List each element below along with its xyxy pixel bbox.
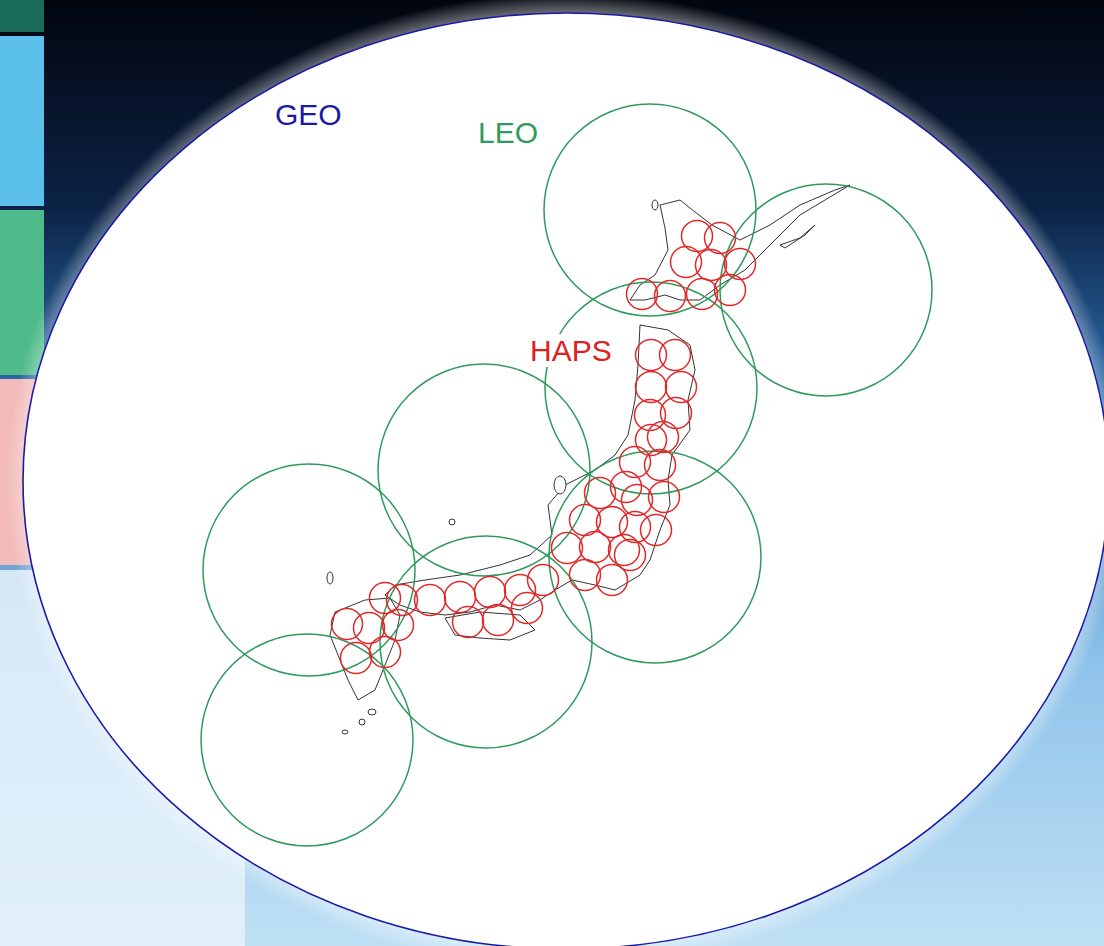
haps-label: HAPS <box>528 334 614 367</box>
haps-beam <box>552 533 583 564</box>
island <box>780 225 815 248</box>
haps-beam <box>641 515 672 546</box>
haps-coverage <box>332 221 756 674</box>
haps-beam <box>622 485 653 516</box>
haps-beam <box>645 450 676 481</box>
haps-beam <box>453 607 484 638</box>
haps-beam <box>341 643 372 674</box>
island <box>554 476 566 494</box>
leo-beam <box>201 634 413 846</box>
haps-beam <box>585 478 616 509</box>
haps-beam <box>687 279 718 310</box>
leo-beam <box>544 104 756 316</box>
ellipse-glow <box>6 0 1104 946</box>
island <box>449 519 455 525</box>
haps-beam <box>354 613 385 644</box>
haps-beam <box>370 583 401 614</box>
haps-beam <box>580 532 611 563</box>
haps-beam <box>661 398 692 429</box>
japan-map <box>327 185 850 734</box>
haps-beam <box>483 605 514 636</box>
haps-beam <box>696 250 727 281</box>
haps-beam <box>627 279 658 310</box>
haps-beam <box>383 610 414 641</box>
island <box>327 572 333 584</box>
haps-beam <box>636 425 667 456</box>
haps-beam <box>648 422 679 453</box>
island <box>368 709 376 715</box>
haps-beam <box>636 340 667 371</box>
side-strip <box>0 0 44 32</box>
haps-beam <box>332 609 363 640</box>
haps-beam <box>715 275 746 306</box>
haps-beam <box>620 512 651 543</box>
haps-beam <box>445 582 476 613</box>
haps-beam <box>370 637 401 668</box>
honshu <box>385 325 695 615</box>
haps-beam <box>505 575 536 606</box>
leo-beam <box>549 451 761 663</box>
haps-beam <box>475 577 506 608</box>
haps-beam <box>615 540 646 571</box>
island <box>342 730 348 734</box>
leo-beam <box>545 282 757 494</box>
leo-beam <box>720 184 932 396</box>
island <box>359 719 365 725</box>
leo-beam <box>203 464 415 676</box>
leo-label: LEO <box>476 116 540 149</box>
island <box>652 200 658 210</box>
haps-beam <box>570 560 601 591</box>
haps-beam <box>415 585 446 616</box>
haps-beam <box>609 535 640 566</box>
haps-beam <box>636 372 667 403</box>
geo-coverage <box>23 13 1104 946</box>
leo-beam <box>380 536 592 748</box>
haps-beam <box>660 340 691 371</box>
haps-beam <box>655 281 686 312</box>
leo-coverage <box>201 104 932 846</box>
haps-beam <box>649 482 680 513</box>
geo-label: GEO <box>273 98 344 131</box>
shikoku <box>445 612 535 640</box>
leo-beam <box>378 364 590 576</box>
side-strip <box>0 36 44 206</box>
haps-beam <box>512 593 543 624</box>
haps-beam <box>705 223 736 254</box>
